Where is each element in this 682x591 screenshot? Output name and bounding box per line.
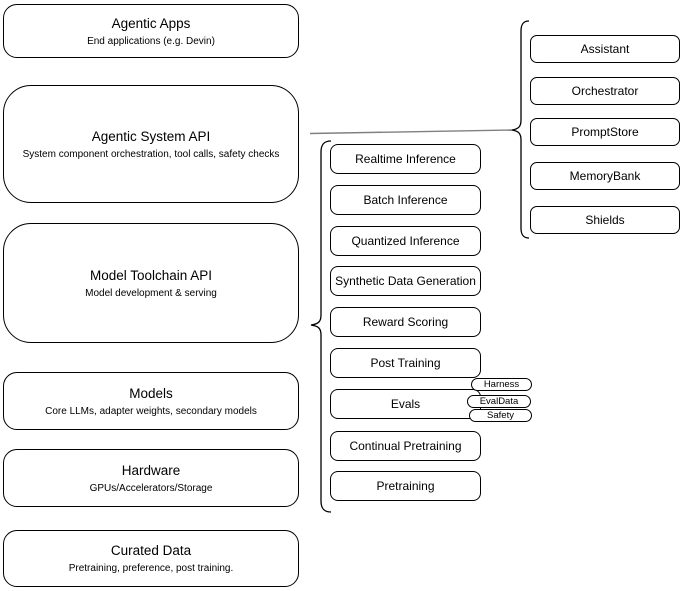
layer-subtitle: Model development & serving bbox=[85, 287, 217, 299]
layer-title: Agentic Apps bbox=[111, 15, 191, 31]
system-box-orchestrator: Orchestrator bbox=[530, 77, 680, 105]
toolchain-brace bbox=[310, 140, 332, 513]
component-label: Batch Inference bbox=[363, 193, 448, 207]
eval-tag-label: Harness bbox=[483, 379, 520, 390]
component-label: Realtime Inference bbox=[355, 152, 456, 166]
component-box-post-training: Post Training bbox=[330, 348, 481, 378]
layer-subtitle: Pretraining, preference, post training. bbox=[68, 563, 234, 574]
system-box-promptstore: PromptStore bbox=[530, 118, 680, 146]
component-label: Post Training bbox=[370, 356, 441, 370]
layer-subtitle: GPUs/Accelerators/Storage bbox=[89, 482, 213, 494]
system-label: Shields bbox=[585, 213, 625, 227]
component-box-batch-inference: Batch Inference bbox=[330, 185, 481, 215]
eval-tag-label: EvalData bbox=[479, 396, 519, 407]
eval-tag-harness: Harness bbox=[471, 378, 532, 391]
layer-subtitle: System component orchestration, tool cal… bbox=[22, 148, 280, 160]
layer-subtitle: End applications (e.g. Devin) bbox=[87, 35, 215, 47]
component-label: Pretraining bbox=[376, 479, 435, 493]
layer-box-model-toolchain-api: Model Toolchain API Model development & … bbox=[3, 223, 299, 343]
layer-title: Models bbox=[129, 385, 173, 401]
eval-tag-evaldata: EvalData bbox=[467, 395, 531, 408]
system-label: MemoryBank bbox=[569, 169, 641, 183]
layer-title: Hardware bbox=[121, 462, 181, 478]
system-box-assistant: Assistant bbox=[530, 35, 680, 63]
layer-title: Agentic System API bbox=[91, 128, 211, 144]
component-box-realtime-inference: Realtime Inference bbox=[330, 144, 481, 174]
system-label: Assistant bbox=[580, 42, 630, 56]
layer-title: Model Toolchain API bbox=[89, 267, 213, 283]
component-box-evals: Evals bbox=[330, 389, 481, 419]
layer-box-curated-data: Curated Data Pretraining, preference, po… bbox=[3, 530, 299, 587]
component-label: Quantized Inference bbox=[351, 234, 460, 248]
eval-tag-label: Safety bbox=[487, 410, 514, 421]
system-label: Orchestrator bbox=[571, 84, 639, 98]
component-label: Continual Pretraining bbox=[349, 439, 462, 453]
layer-title: Curated Data bbox=[110, 543, 192, 558]
layer-box-hardware: Hardware GPUs/Accelerators/Storage bbox=[3, 449, 299, 507]
component-box-synthetic-data-generation: Synthetic Data Generation bbox=[330, 266, 481, 296]
layer-box-agentic-apps: Agentic Apps End applications (e.g. Devi… bbox=[3, 4, 299, 58]
api-connector-line bbox=[309, 129, 513, 135]
system-box-shields: Shields bbox=[530, 206, 680, 234]
system-box-memorybank: MemoryBank bbox=[530, 162, 680, 190]
system-brace bbox=[511, 20, 530, 239]
component-box-quantized-inference: Quantized Inference bbox=[330, 226, 481, 256]
component-label: Synthetic Data Generation bbox=[335, 274, 476, 288]
component-box-continual-pretraining: Continual Pretraining bbox=[330, 431, 481, 461]
layer-box-models: Models Core LLMs, adapter weights, secon… bbox=[3, 372, 299, 430]
system-label: PromptStore bbox=[571, 125, 639, 139]
component-label: Evals bbox=[390, 397, 421, 411]
layer-box-agentic-system-api: Agentic System API System component orch… bbox=[3, 85, 299, 203]
component-box-reward-scoring: Reward Scoring bbox=[330, 307, 481, 337]
eval-tag-safety: Safety bbox=[469, 409, 532, 422]
layer-subtitle: Core LLMs, adapter weights, secondary mo… bbox=[45, 405, 257, 417]
component-box-pretraining: Pretraining bbox=[330, 471, 481, 501]
component-label: Reward Scoring bbox=[362, 315, 449, 329]
